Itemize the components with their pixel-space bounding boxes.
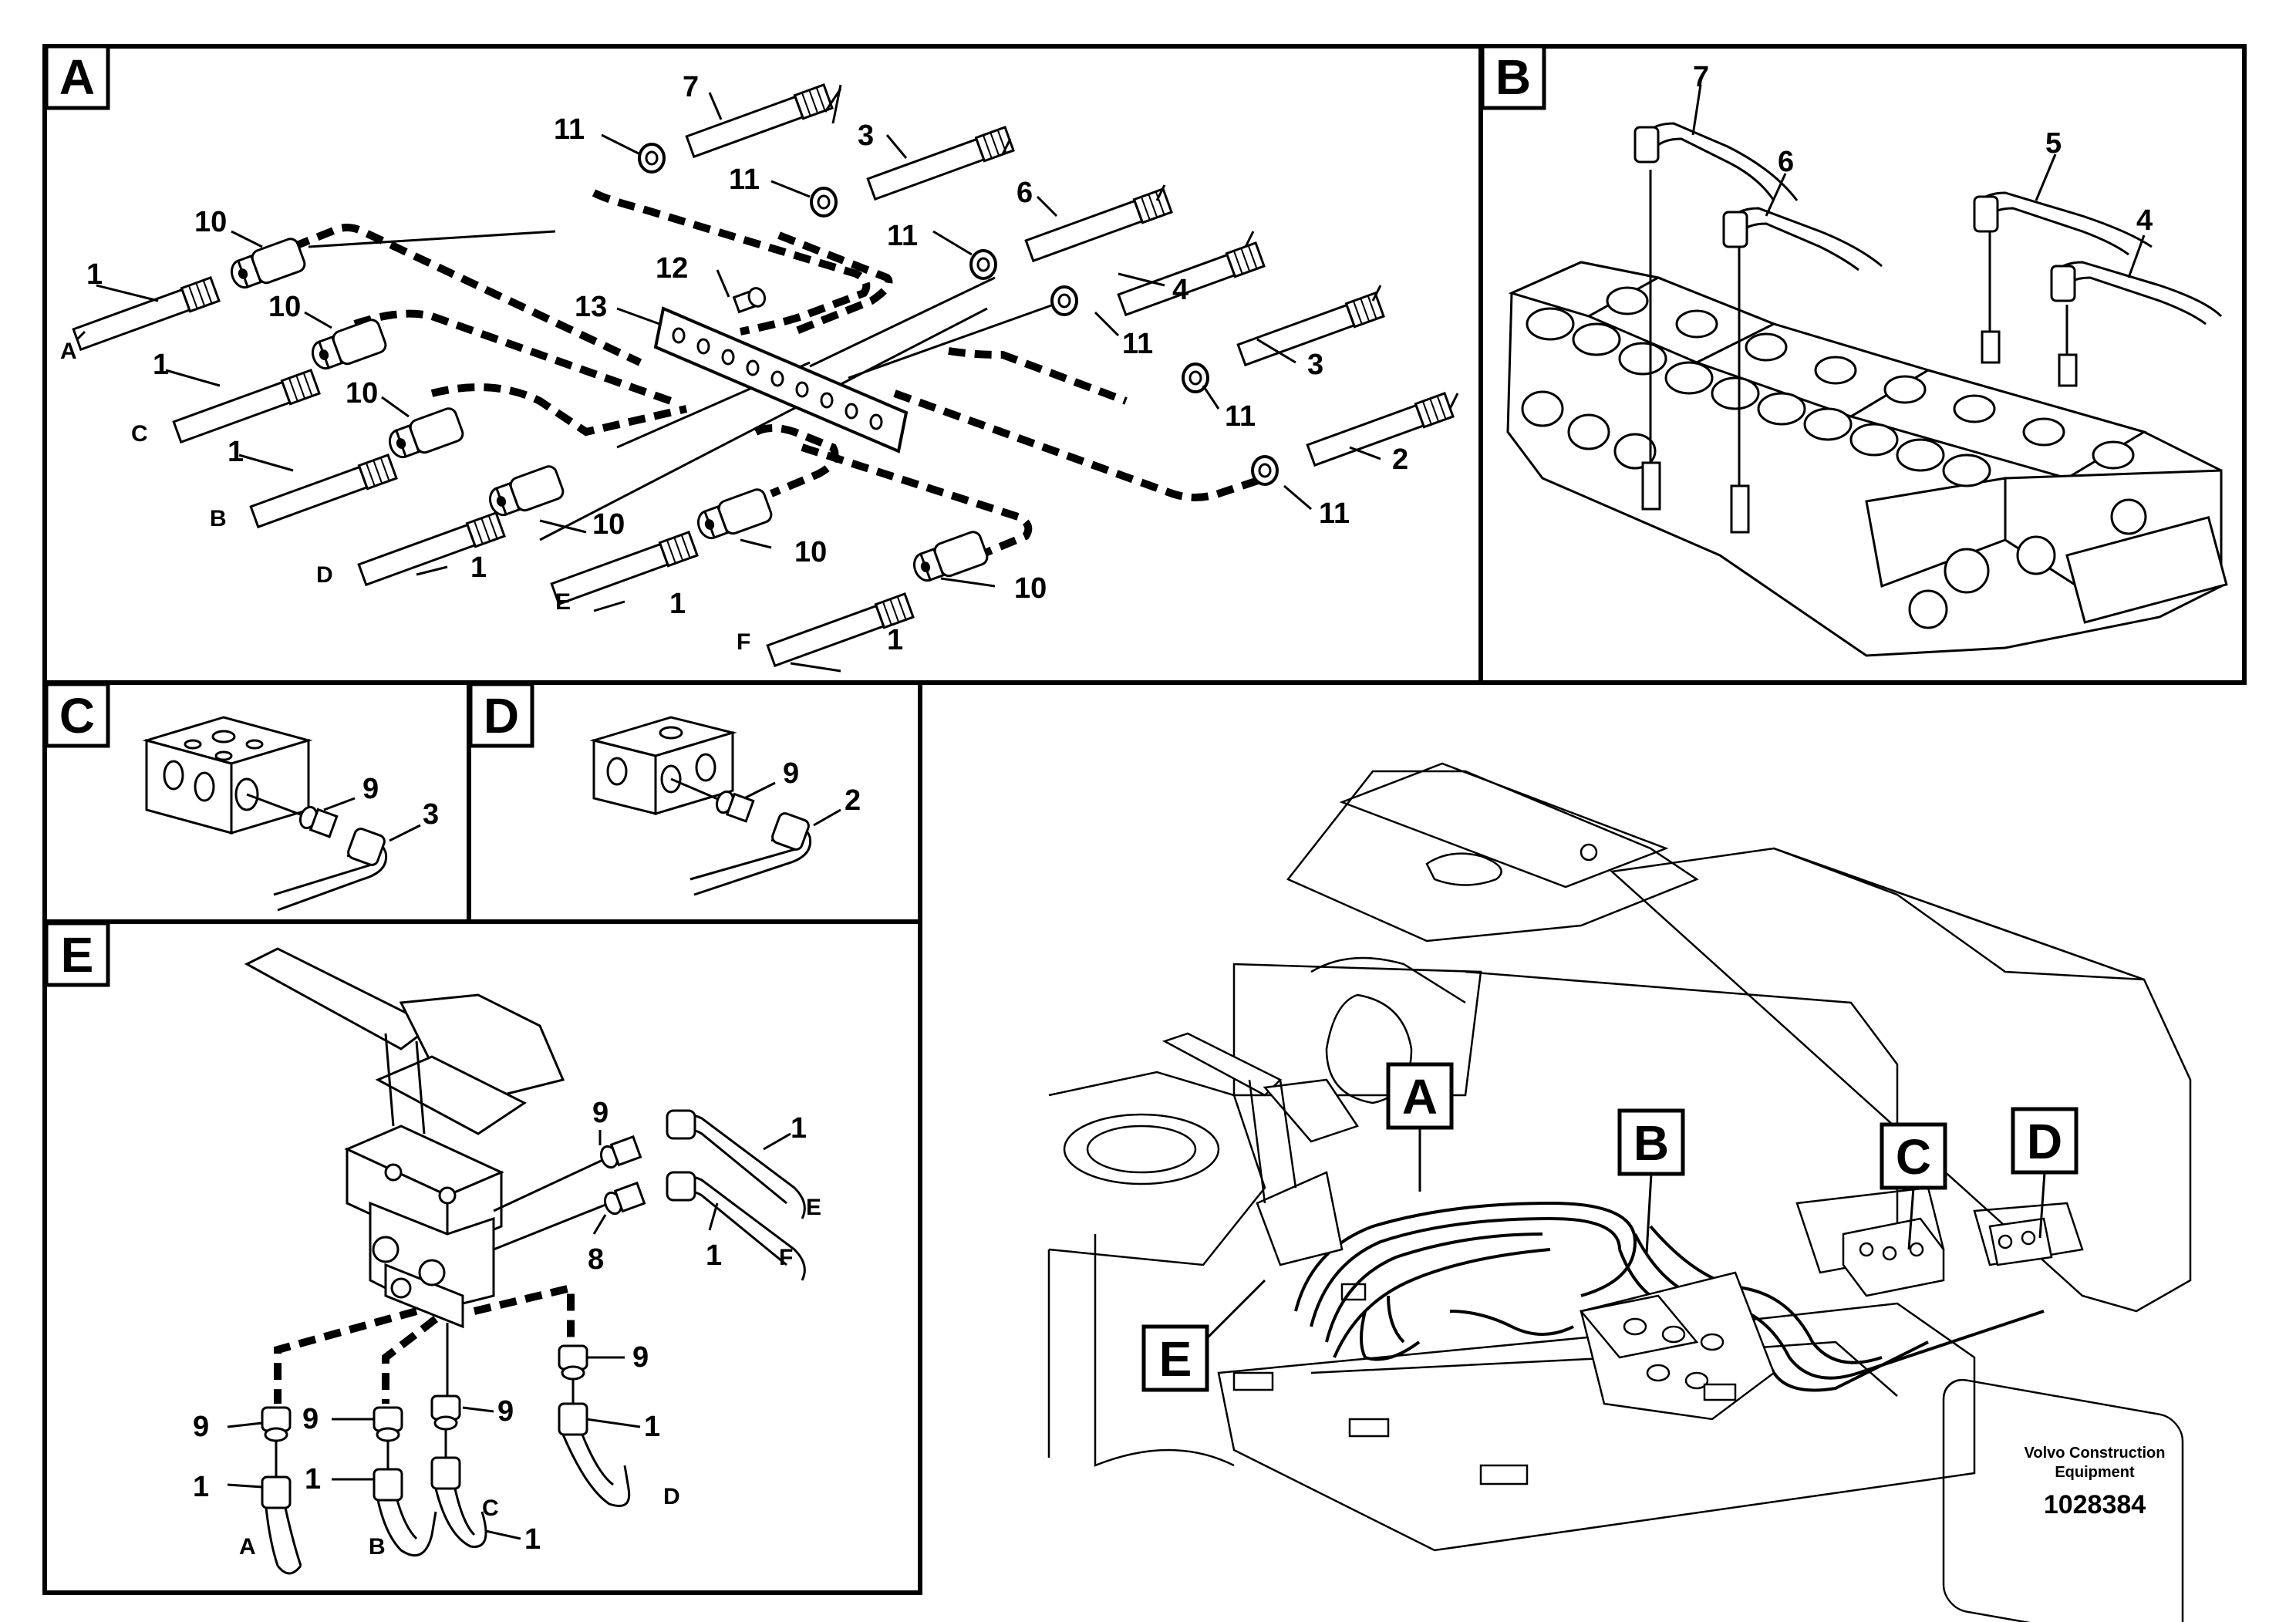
part-12-label: 12 [656, 252, 688, 285]
overview-drawing: A B C D E [1047, 762, 2192, 1622]
mounting-plate [653, 306, 909, 454]
panel-e: E [42, 919, 922, 1595]
callout-c: C [1896, 1129, 1931, 1185]
part-6-label: 6 [1778, 146, 1794, 178]
part-1-label: 1 [706, 1239, 722, 1272]
port-d-label: D [663, 1484, 680, 1509]
part-11-label: 11 [887, 220, 918, 252]
part-4-label: 4 [1172, 274, 1188, 306]
port-a-label: A [60, 339, 77, 364]
part-9-label: 9 [632, 1341, 649, 1374]
pedal-valve [244, 947, 565, 1329]
port-c-label: C [131, 421, 148, 447]
part-1-label: 1 [86, 258, 103, 291]
part-6-label: 6 [1017, 177, 1033, 209]
port-d-label: D [316, 562, 333, 588]
port-f-label: F [737, 629, 750, 655]
panel-b-letter: B [1495, 49, 1531, 105]
part-10-label: 10 [592, 508, 625, 541]
part-5-label: 3 [858, 120, 874, 152]
callout-b: B [1633, 1115, 1669, 1171]
part-2-label: 2 [1392, 443, 1408, 476]
part-9-label: 9 [783, 757, 799, 790]
callout-d: D [2027, 1114, 2062, 1169]
callout-e: E [1159, 1331, 1192, 1387]
port-e-label: E [806, 1195, 821, 1220]
part-10-label: 10 [1014, 572, 1047, 605]
panel-a-letter: A [59, 49, 95, 105]
part-5-label: 5 [2045, 127, 2062, 160]
company-name-line1: Volvo Construction [2025, 1445, 2166, 1462]
port-f-label: F [779, 1245, 793, 1270]
part-8-label: 8 [588, 1243, 604, 1276]
part-4-label: 4 [2136, 204, 2153, 237]
panel-d-letter: D [484, 688, 519, 744]
part-10-label: 10 [794, 536, 827, 568]
part-3-label: 3 [423, 798, 439, 831]
panel-e-letter: E [61, 927, 94, 983]
panel-c: C 9 3 [42, 680, 471, 924]
part-1-label: 1 [228, 436, 244, 468]
part-1-label: 1 [470, 551, 487, 584]
part-3-label: 3 [1307, 349, 1323, 381]
part-9-label: 9 [497, 1395, 514, 1428]
port-b-label: B [210, 506, 227, 531]
part-1-label: 1 [153, 349, 169, 381]
panel-a: A [42, 44, 1483, 685]
port-a-label: A [239, 1534, 256, 1560]
part-10-label: 10 [346, 377, 378, 410]
part-1-label: 1 [791, 1112, 807, 1145]
part-9-label: 9 [362, 773, 379, 805]
port-e-label: E [555, 589, 571, 615]
part-13-label: 13 [575, 291, 607, 323]
part-1-label: 1 [887, 624, 903, 656]
panel-c-letter: C [59, 688, 95, 744]
port-b-label: B [369, 1534, 386, 1560]
part-11-label: 11 [729, 164, 760, 196]
part-7-label: 7 [1693, 61, 1709, 93]
part-9-label: 9 [592, 1097, 609, 1129]
part-10-label: 10 [194, 206, 227, 238]
port-c-label: C [482, 1496, 499, 1521]
callout-a: A [1402, 1069, 1438, 1125]
footer: Volvo Construction Equipment 1028384 [2025, 1445, 2166, 1519]
part-1-label: 1 [193, 1471, 209, 1503]
part-1-label: 1 [669, 588, 686, 620]
part-9-label: 9 [193, 1411, 209, 1443]
part-1-label: 1 [524, 1523, 541, 1556]
drawing-number: 1028384 [2044, 1490, 2146, 1519]
part-11-label: 11 [1225, 400, 1256, 433]
part-11-label: 11 [554, 113, 585, 146]
part-9-label: 9 [302, 1403, 319, 1435]
part-11-label: 11 [1122, 328, 1153, 360]
part-7-label: 7 [683, 71, 699, 103]
part-1-label: 1 [644, 1411, 660, 1443]
part-2-label: 2 [845, 784, 861, 817]
part-10-label: 10 [268, 291, 301, 323]
panel-d: D 9 2 [467, 680, 922, 924]
part-1-label: 1 [305, 1463, 321, 1496]
company-name-line2: Equipment [2055, 1464, 2135, 1481]
panel-b: B [1478, 44, 2247, 685]
part-11-label: 11 [1319, 497, 1350, 530]
